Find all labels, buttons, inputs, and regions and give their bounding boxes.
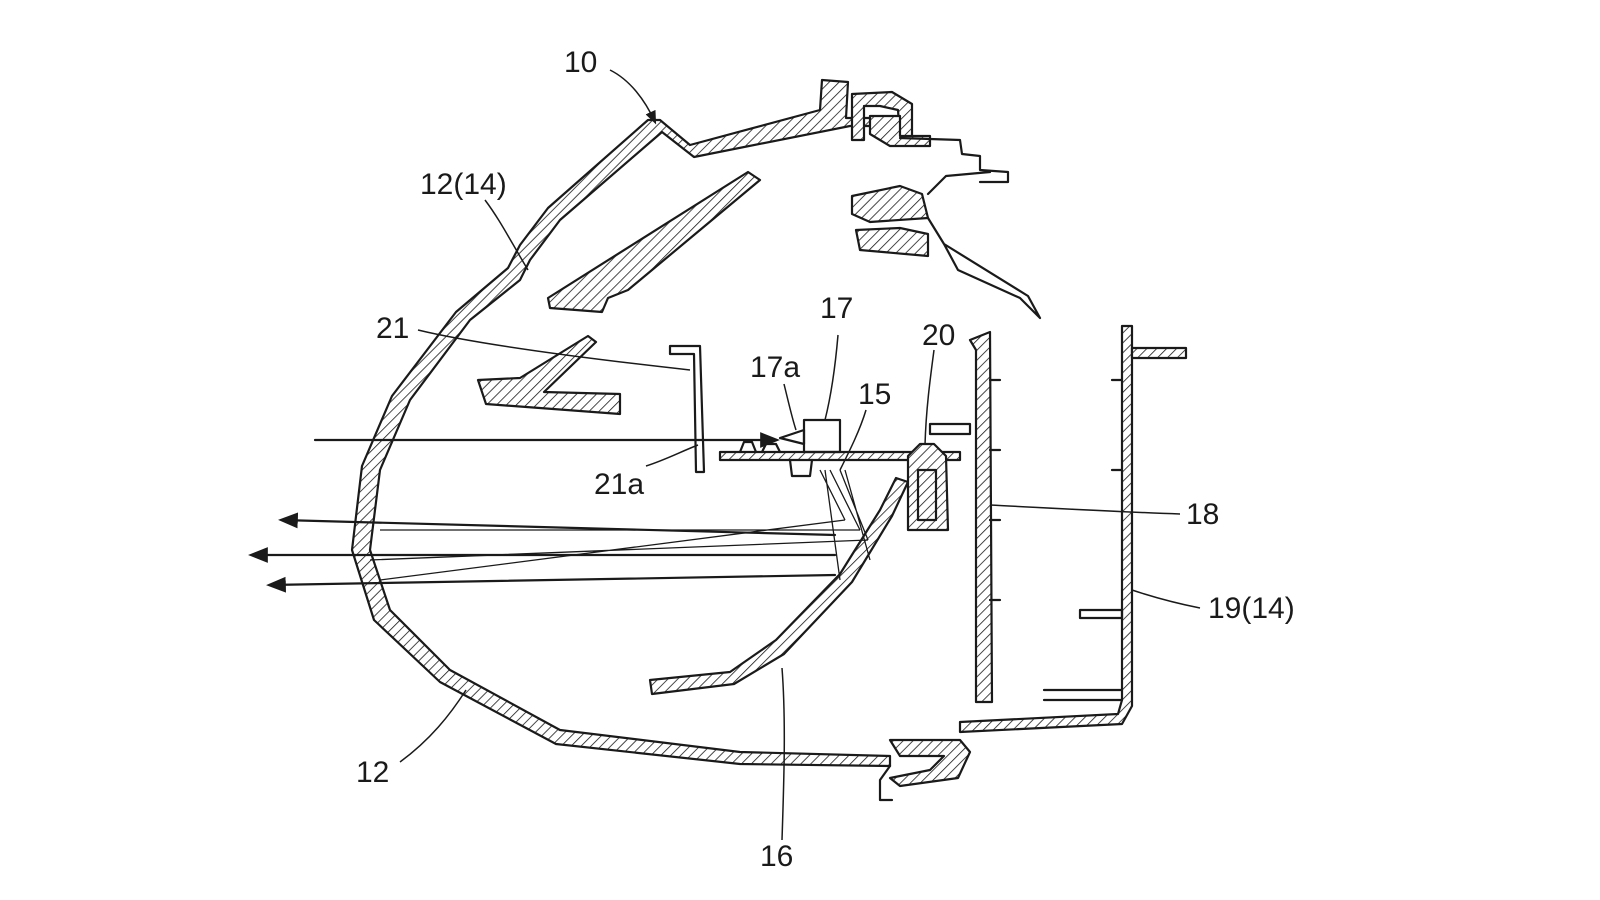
label-15: 15 [858,378,891,411]
emitted-ray-upper [278,512,837,537]
leader-17a [783,383,797,431]
upper-extension [546,170,762,314]
rear-cover-ribs [1042,378,1124,702]
label-12-14: 12(14) [420,168,507,201]
bracket-18 [968,330,994,704]
leader-21a [645,444,699,467]
substrate-15 [718,450,962,462]
label-16: 16 [760,840,793,873]
leader-12-14 [484,199,529,271]
label-21a: 21a [594,468,644,501]
leader-17 [824,334,839,421]
leader-21 [417,329,691,371]
light-source-17 [802,418,842,454]
mount-20-inner [916,468,938,522]
lower-mount-clip [888,738,972,788]
leader-19-14 [1131,589,1201,609]
leader-12 [399,689,467,763]
upper-bracket-arm [926,170,1042,320]
leader-15 [839,409,867,471]
label-18: 18 [1186,498,1219,531]
upper-mount-clip-lower [868,114,932,148]
label-12: 12 [356,756,389,789]
label-10: 10 [564,46,597,79]
extension-21-plate [668,344,706,474]
upper-bracket-a [850,184,930,224]
extension-21-section [476,334,622,416]
reflector-16 [648,476,910,696]
label-20: 20 [922,319,955,352]
upper-flange [898,136,1010,184]
leader-16 [781,667,786,841]
mount-20 [906,442,950,532]
emitted-ray-lower [266,573,837,593]
lower-mount-tab [878,764,894,802]
rear-cover-19 [958,324,1134,734]
label-21: 21 [376,312,409,345]
leader-20 [924,349,935,446]
label-17a: 17a [750,351,800,384]
upper-bracket-b [854,226,930,258]
bracket-18-ribs [928,378,1002,602]
label-19-14: 19(14) [1208,592,1295,625]
upper-mount-clip [850,90,914,142]
leader-10 [609,69,657,125]
leader-18 [989,504,1181,515]
reflected-ray-fan [369,469,871,581]
rear-cover-top-tab [1130,346,1188,360]
label-17: 17 [820,292,853,325]
light-emitting-surface-17a [778,428,806,446]
